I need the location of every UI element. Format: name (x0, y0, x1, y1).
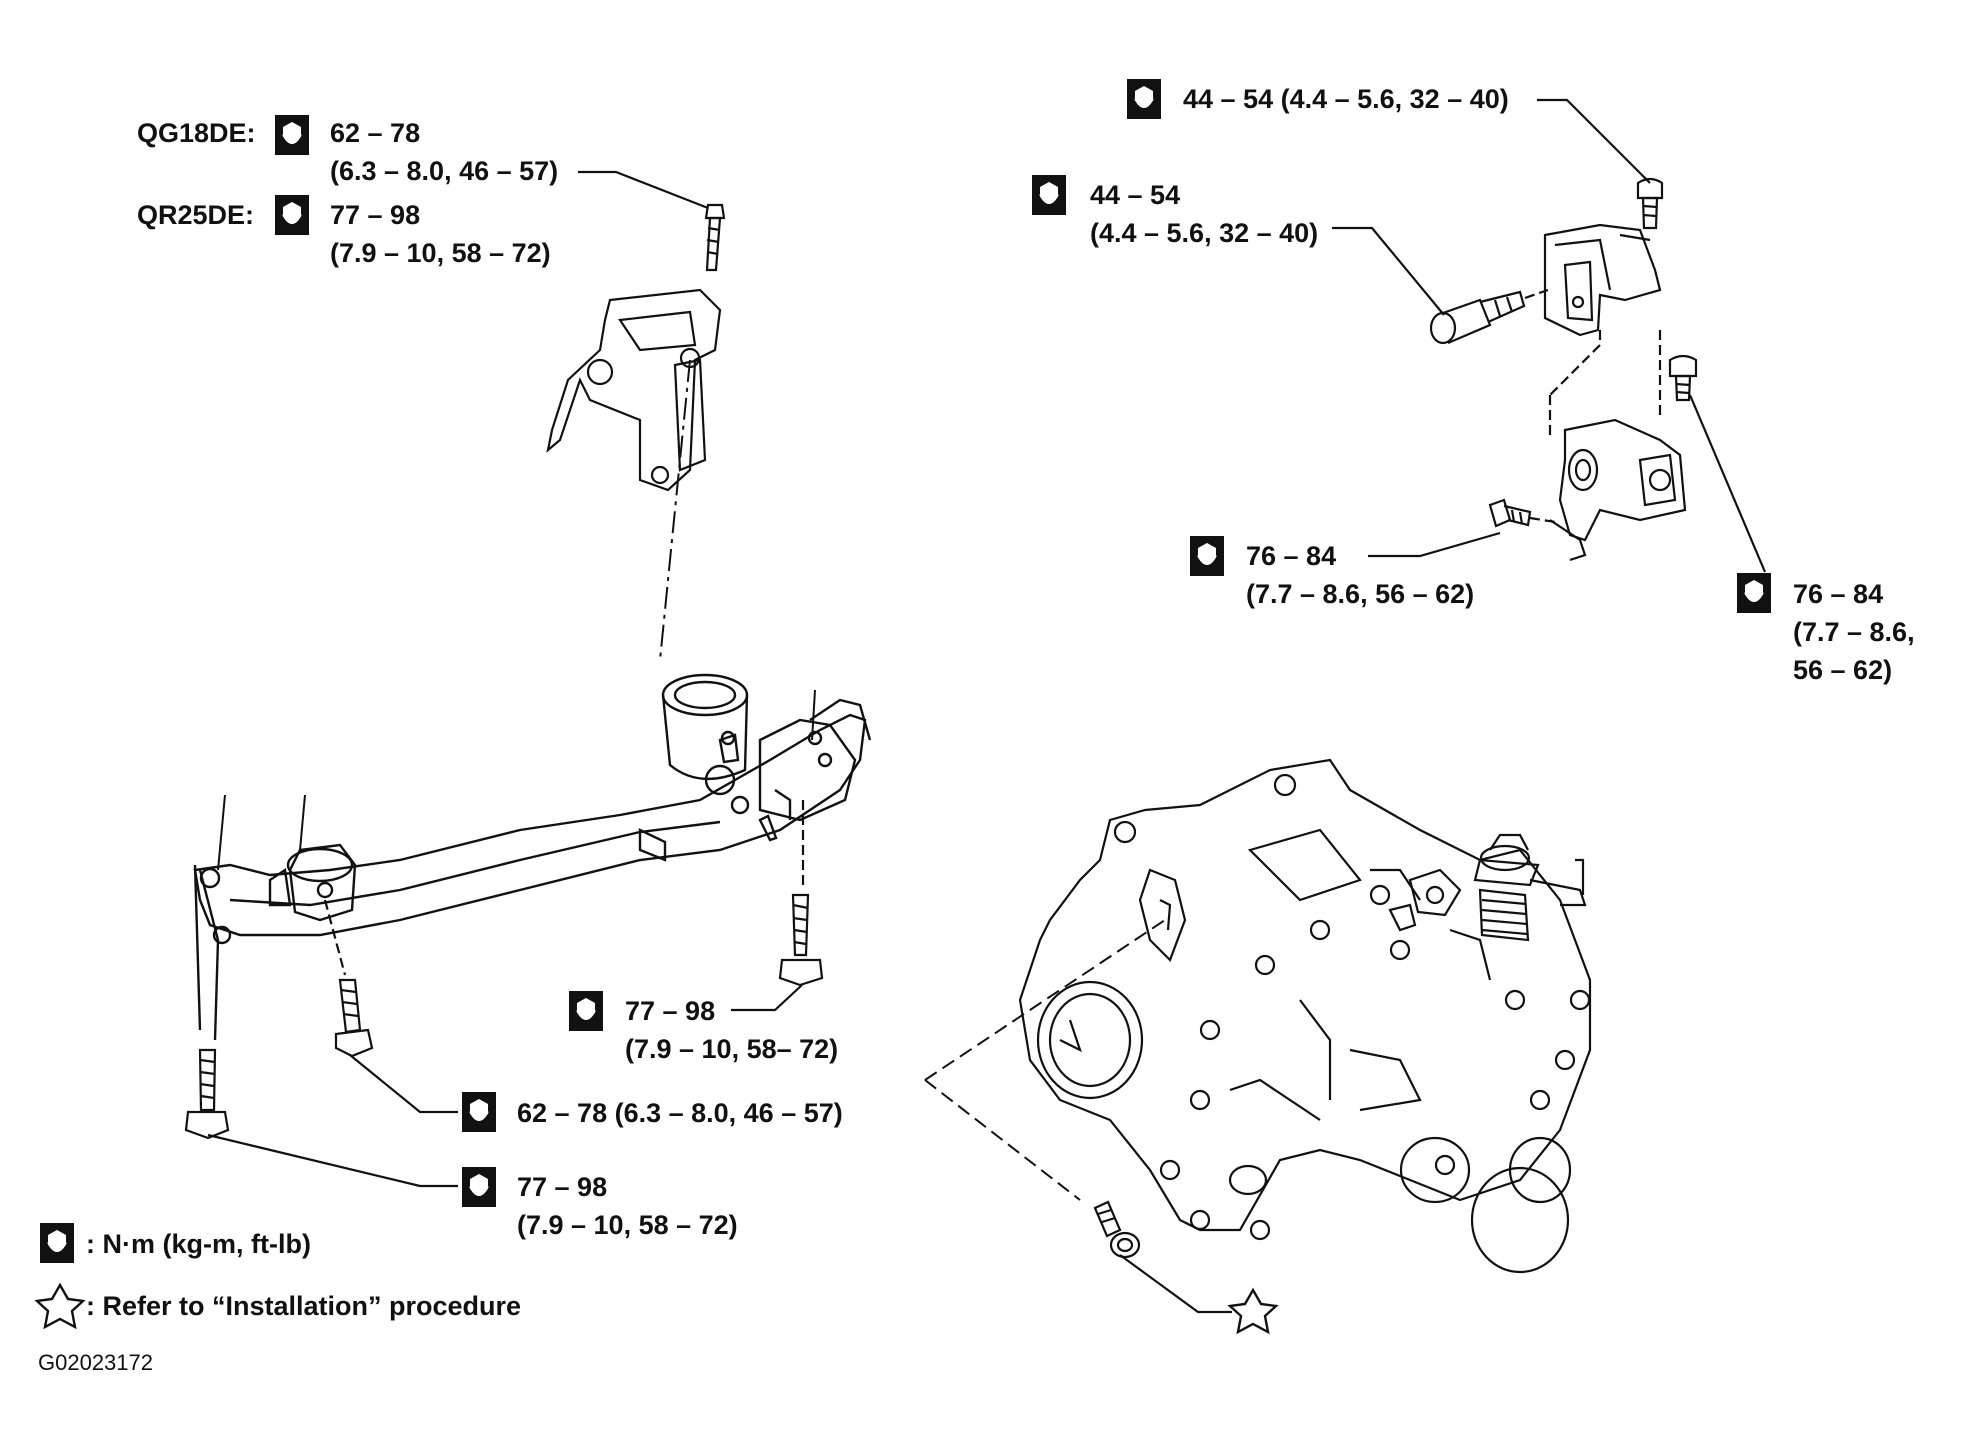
torque-wrench-icon (568, 990, 604, 1032)
member-bolt-center (323, 899, 374, 1058)
rear-mount-insulator (661, 673, 749, 780)
torque-value: 62 – 78 (330, 118, 421, 148)
torque-label-qg18de: 62 – 78 (6.3 – 8.0, 46 – 57) (330, 114, 558, 190)
torque-wrench-icon (1126, 78, 1162, 120)
torque-value: 76 – 84 (1246, 541, 1337, 571)
star-icon (34, 1282, 86, 1330)
torque-value: 76 – 84 (1793, 579, 1884, 609)
torque-label-top-right: 44 – 54 (4.4 – 5.6, 32 – 40) (1183, 80, 1509, 118)
torque-value-detail: (7.7 – 8.6, 56 – 62) (1246, 579, 1475, 609)
torque-label-mid-right: 44 – 54 (4.4 – 5.6, 32 – 40) (1090, 176, 1318, 252)
upper-right-bracket (1543, 223, 1662, 337)
figure-code: G02023172 (38, 1350, 153, 1375)
torque-value-detail: 56 – 62) (1793, 655, 1893, 685)
engine-label-qg18de: QG18DE: (137, 118, 256, 148)
torque-label-qr25de: 77 – 98 (7.9 – 10, 58 – 72) (330, 196, 551, 272)
torque-label-mount-right: 76 – 84 (7.7 – 8.6, 56 – 62) (1793, 575, 1915, 689)
torque-value-detail: (7.7 – 8.6, (1793, 617, 1915, 647)
engine-mount-bracket-left (546, 288, 722, 492)
transaxle-star-bolt (1093, 1200, 1141, 1259)
mount-bolt-right (1668, 354, 1698, 402)
center-member (193, 698, 872, 1041)
torque-wrench-icon (39, 1222, 75, 1264)
torque-label-mount-center: 76 – 84 (7.7 – 8.6, 56 – 62) (1246, 537, 1474, 613)
locator-pins (217, 689, 816, 871)
transmission-mount (1548, 330, 1687, 562)
torque-value-detail: (7.9 – 10, 58 – 72) (330, 238, 551, 268)
torque-wrench-icon (274, 194, 310, 236)
torque-value: 44 – 54 (1090, 180, 1181, 210)
torque-value-detail: (4.4 – 5.6, 32 – 40) (1090, 218, 1319, 248)
transaxle-guide-dashes (924, 919, 1166, 1201)
transaxle-assembly (1018, 758, 1592, 1274)
torque-wrench-icon (461, 1091, 497, 1133)
mount-bolt-center (1488, 498, 1556, 528)
horizontal-bolt (1429, 288, 1549, 345)
member-bolt-right (778, 800, 824, 987)
torque-value: 77 – 98 (330, 200, 421, 230)
engine-label-qr25de: QR25DE: (137, 200, 255, 230)
torque-wrench-icon (274, 114, 310, 156)
front-mount-insulator (268, 843, 357, 922)
torque-value-detail: (7.9 – 10, 58– 72) (625, 1034, 839, 1064)
legend-torque-units: : N·m (kg-m, ft-lb) (86, 1229, 311, 1259)
torque-value-detail: (7.9 – 10, 58 – 72) (517, 1210, 738, 1240)
torque-value: 44 – 54 (4.4 – 5.6, 32 – 40) (1183, 84, 1509, 114)
mount-bracket-bolt (704, 203, 726, 272)
star-icon (1227, 1287, 1279, 1335)
torque-value: 62 – 78 (6.3 – 8.0, 46 – 57) (517, 1098, 843, 1128)
torque-wrench-icon (461, 1166, 497, 1208)
torque-label-member-center: 62 – 78 (6.3 – 8.0, 46 – 57) (517, 1094, 843, 1132)
torque-value: 77 – 98 (625, 996, 716, 1026)
legend-star-note: : Refer to “Installation” procedure (86, 1291, 522, 1321)
torque-value-detail: (6.3 – 8.0, 46 – 57) (330, 156, 559, 186)
torque-label-member-right: 77 – 98 (7.9 – 10, 58– 72) (625, 992, 838, 1068)
torque-wrench-icon (1031, 174, 1067, 216)
leader-lines (207, 98, 1767, 1314)
torque-value: 77 – 98 (517, 1172, 608, 1202)
upper-right-bolt (1636, 177, 1664, 230)
torque-wrench-icon (1189, 535, 1225, 577)
torque-label-member-left: 77 – 98 (7.9 – 10, 58 – 72) (517, 1168, 738, 1244)
member-bolt-left (184, 1048, 230, 1140)
torque-wrench-icon (1736, 572, 1772, 614)
